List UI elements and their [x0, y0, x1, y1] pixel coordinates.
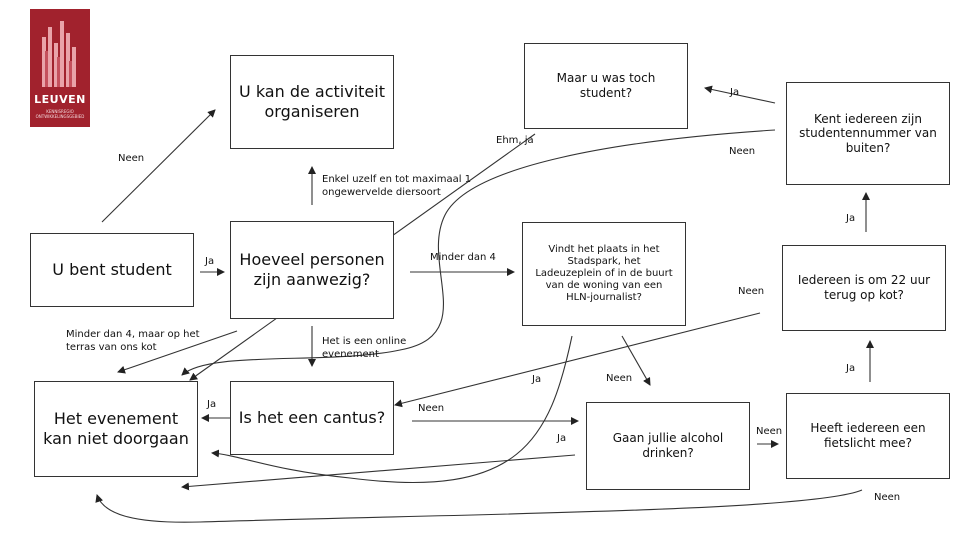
node-cantus: Is het een cantus? — [230, 381, 394, 455]
label-alone: Enkel uzelf en tot maximaal 1 ongewervel… — [322, 174, 472, 198]
node-alcohol: Gaan jullie alcohol drinken? — [586, 402, 750, 490]
node-organize: U kan de activiteit organiseren — [230, 55, 394, 149]
arrow-alcohol-ja-to-cancel — [181, 454, 576, 491]
node-location: Vindt het plaats in het Stadspark, het L… — [522, 222, 686, 326]
label-neen-bikelight: Neen — [874, 492, 901, 503]
node-bike-light: Heeft iedereen een fietslicht mee? — [786, 393, 950, 479]
label-neen-cantus: Neen — [418, 403, 445, 414]
arrow-number-ja-to-studentq — [704, 85, 776, 104]
building-bars-icon — [42, 21, 76, 87]
label-neen-number: Neen — [729, 146, 756, 157]
label-neen-alcohol: Neen — [756, 426, 783, 437]
label-online: Het is een online evenement — [322, 336, 407, 360]
node-persons: Hoeveel personen zijn aanwezig? — [230, 221, 394, 319]
node-student-question: Maar u was toch student? — [524, 43, 688, 129]
node-student-number: Kent iedereen zijn studentennummer van b… — [786, 82, 950, 185]
arrow-number-neen-to-cancel — [181, 129, 776, 376]
label-ja-cantus: Ja — [207, 399, 217, 410]
node-cancel: Het evenement kan niet doorgaan — [34, 381, 198, 477]
arrow-location-neen-to-alcohol — [621, 335, 651, 386]
logo-subtitle: KENNISREGIO ONTWIKKELINGSGEBIED — [35, 109, 85, 119]
label-ja-student: Ja — [205, 256, 215, 267]
label-under-4-terrace: Minder dan 4, maar op het terras van ons… — [66, 329, 200, 353]
label-neen-home22: Neen — [738, 286, 765, 297]
arrow-location-ja-to-cancel — [211, 335, 573, 483]
logo-wordmark: LEUVEN — [34, 93, 86, 106]
label-ja-alcohol: Ja — [557, 433, 567, 444]
label-neen-location: Neen — [606, 373, 633, 384]
label-under-4: Minder dan 4 — [430, 252, 496, 263]
arrow-persons-terrace-to-cancel — [117, 330, 238, 374]
label-ehm-ja: Ehm, ja — [496, 135, 534, 146]
label-ja-to-number: Ja — [846, 213, 856, 224]
label-ja-home22: Ja — [846, 363, 856, 374]
arrow-home22-neen-to-cantus — [394, 312, 761, 408]
node-student: U bent student — [30, 233, 194, 307]
label-neen-student: Neen — [118, 153, 145, 164]
label-ja-location: Ja — [532, 374, 542, 385]
arrow-bikelight-neen-to-cancel — [95, 489, 863, 523]
label-ja-number: Ja — [730, 87, 740, 98]
leuven-logo: LEUVEN KENNISREGIO ONTWIKKELINGSGEBIED — [30, 9, 90, 127]
arrow-student-to-organize — [101, 109, 216, 223]
node-home-by-22: Iedereen is om 22 uur terug op kot? — [782, 245, 946, 331]
